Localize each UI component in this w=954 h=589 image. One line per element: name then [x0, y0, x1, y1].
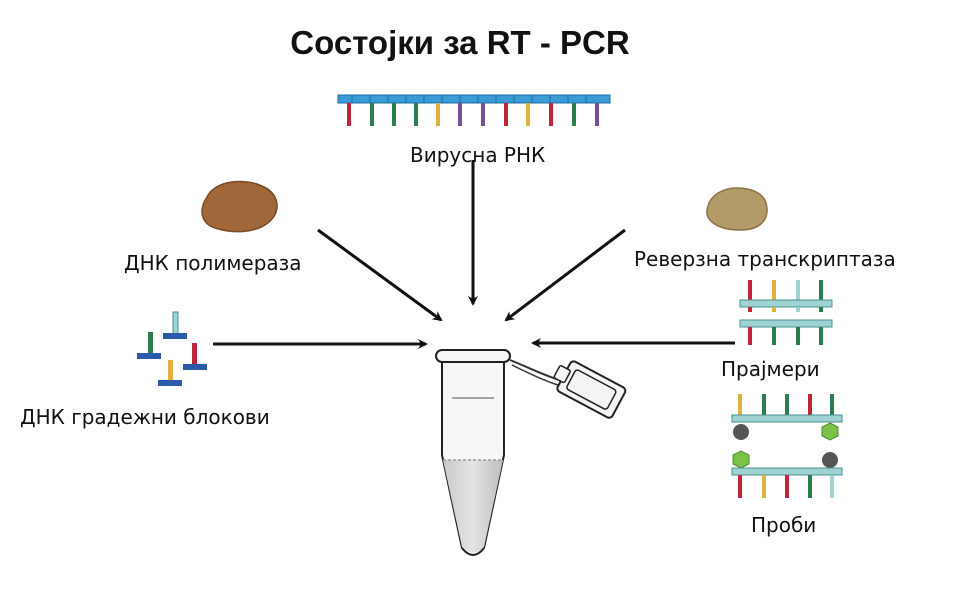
viral-rna-label: Вирусна РНК	[410, 143, 546, 167]
primers-label: Прајмери	[721, 357, 820, 381]
dna-polymerase-label: ДНК полимераза	[124, 251, 302, 275]
reverse-transcriptase-icon	[706, 187, 768, 231]
primers-icon	[739, 280, 833, 345]
arrow-reverse-transcriptase	[504, 228, 626, 322]
viral-rna-strand-icon	[337, 94, 611, 126]
reaction-tube-icon	[435, 349, 627, 556]
dna-building-blocks-icon	[137, 311, 207, 386]
arrow-dna-polymerase	[317, 228, 443, 322]
dna-building-blocks-label: ДНК градежни блокови	[20, 405, 270, 429]
probes-icon	[731, 394, 843, 498]
probes-label: Проби	[751, 513, 817, 537]
diagram-title: Состојки за RT - PCR	[290, 24, 630, 61]
reverse-transcriptase-label: Реверзна транскриптаза	[634, 247, 896, 271]
dna-polymerase-icon	[201, 180, 278, 233]
